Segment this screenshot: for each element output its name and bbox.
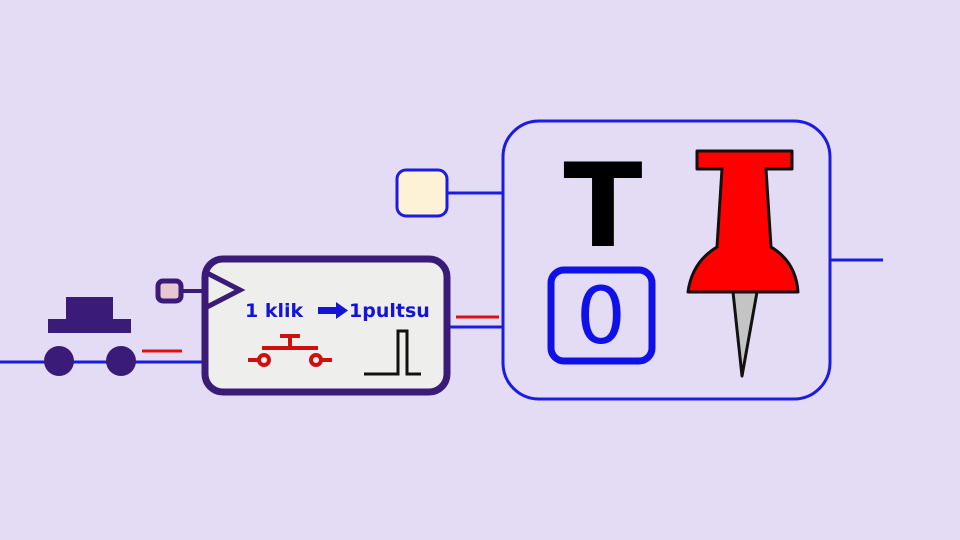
pulse-block[interactable]: 1 klik 1pultsu xyxy=(155,255,451,396)
pulse-label-right: 1pultsu xyxy=(349,300,430,322)
pushpin-icon xyxy=(686,149,800,378)
pulse-label-left: 1 klik xyxy=(245,300,303,322)
toggle-letter: T xyxy=(563,139,642,274)
counter-box xyxy=(547,266,656,365)
toggle-block[interactable]: T 0 xyxy=(395,119,832,401)
pulse-waveform-icon xyxy=(364,329,421,376)
pushbutton-symbol-icon xyxy=(248,334,332,367)
clock-input-triangle-icon xyxy=(205,270,246,310)
push-button-icon[interactable] xyxy=(44,297,136,376)
counter-value: 0 xyxy=(576,272,626,362)
toggle-reset-pin[interactable] xyxy=(395,168,449,218)
pulse-block-body xyxy=(201,255,451,396)
arrow-right-icon xyxy=(318,302,348,319)
pulse-block-clock-pin[interactable] xyxy=(155,278,184,304)
